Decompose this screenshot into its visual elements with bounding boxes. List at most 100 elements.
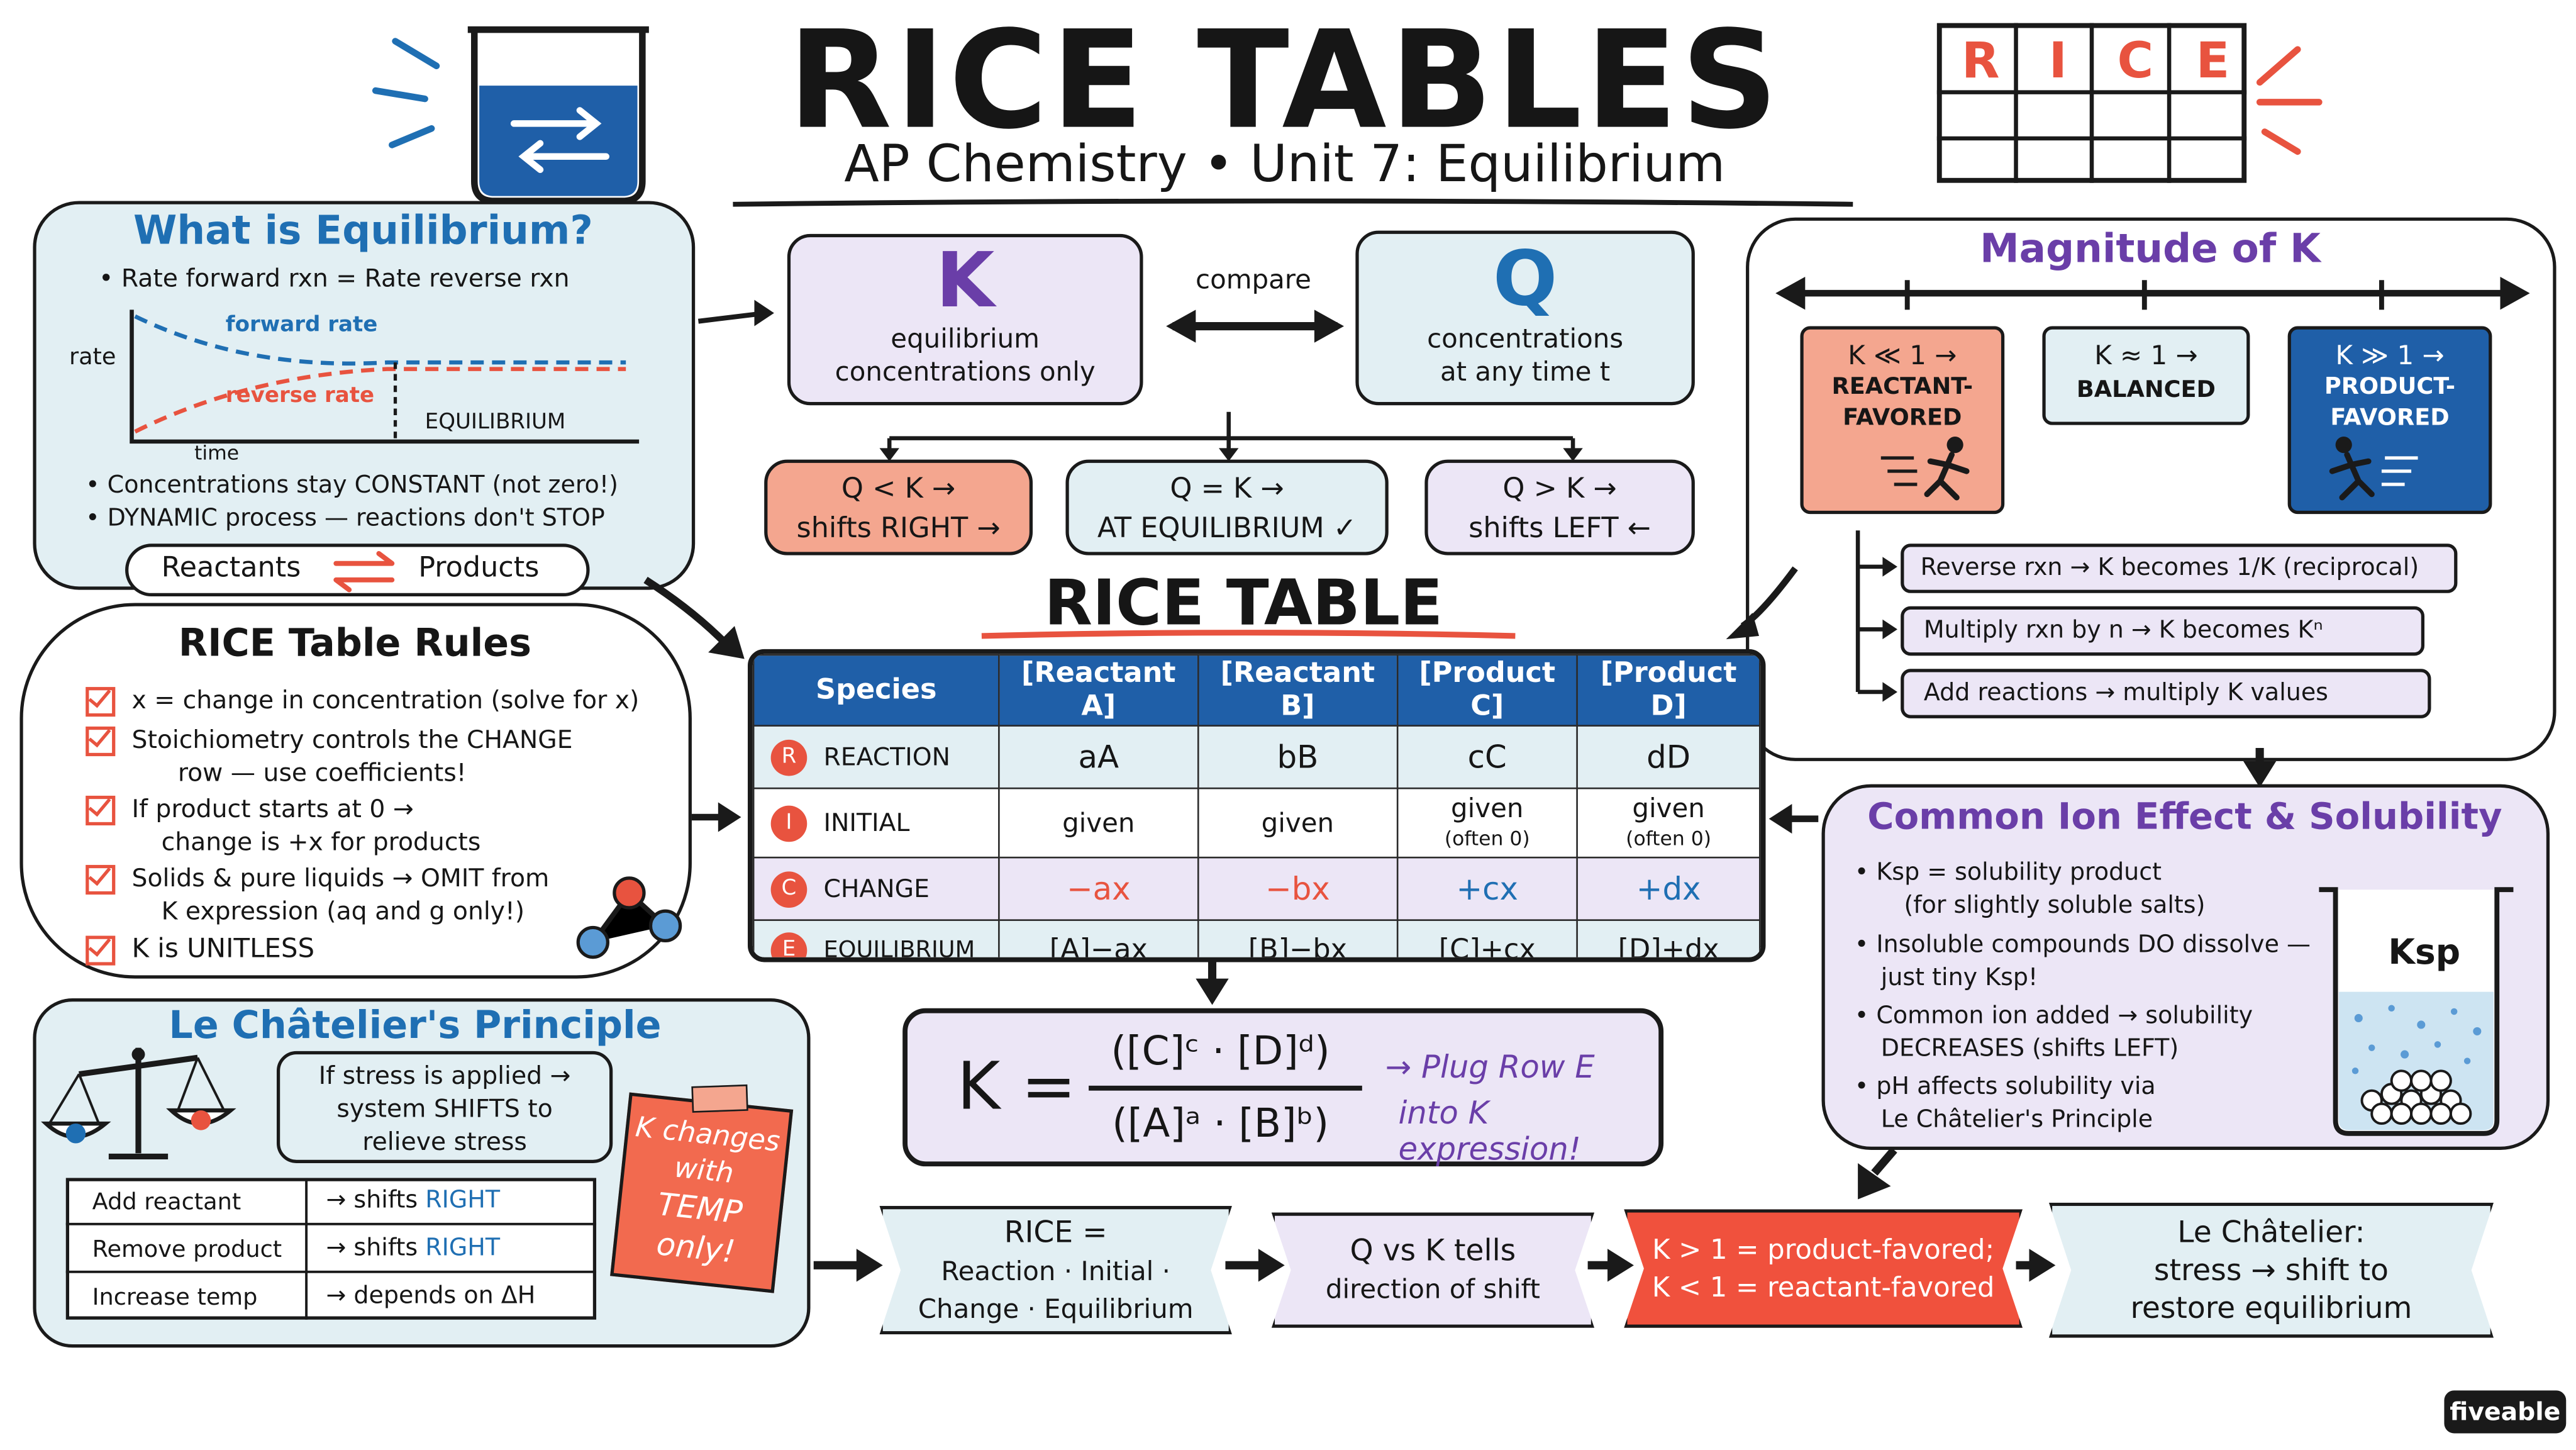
rice-letter-c: C (2117, 33, 2154, 91)
k-large-line1: K ≫ 1 → (2335, 339, 2445, 371)
sticky-tape (691, 1084, 748, 1113)
shift-prefix: → shifts (326, 1235, 418, 1263)
row-label-reaction-text: REACTION (823, 741, 951, 771)
rice-grid-icon: R I C E (1936, 23, 2247, 183)
summary-k-line1: K > 1 = product-favored; (1652, 1234, 1995, 1266)
row-label-initial-text: INITIAL (823, 807, 910, 837)
reactants-label: Reactants (161, 552, 301, 585)
magnitude-rule-reverse: Reverse rxn → K becomes 1/K (reciprocal) (1901, 544, 2458, 593)
equilibrium-bullet-dynamic-text: DYNAMIC process — reactions don't STOP (107, 506, 605, 532)
rule-1-text: x = change in concentration (solve for x… (131, 685, 640, 715)
magnitude-rule-reverse-text: Reverse rxn → K becomes 1/K (reciprocal) (1920, 555, 2419, 582)
k-letter: K (935, 235, 995, 325)
row-letter-i: I (770, 805, 808, 841)
common-ion-bullet-ksp: • Ksp = solubility product(for slightly … (1854, 860, 2206, 920)
graph-ylabel: rate (69, 344, 116, 371)
shift-add-reactant: → shifts RIGHT (326, 1188, 501, 1214)
table-cell-text: given (1632, 791, 1705, 823)
rice-letter-e: E (2196, 33, 2230, 91)
table-cell: cC (1396, 725, 1579, 789)
k-line1: equilibrium (891, 323, 1040, 355)
checkbox-icon (86, 864, 116, 894)
table-cell-text: given (1451, 791, 1524, 823)
rice-table: Species [Reactant A] [Reactant B] [Produ… (747, 649, 1766, 962)
common-ion-bullet-insoluble-text: Insoluble compounds DO dissolve — (1876, 932, 2311, 959)
shift-prefix: → shifts (326, 1188, 418, 1215)
equilibrium-point-label: EQUILIBRIUM (425, 410, 566, 435)
q-greater-line2: shifts LEFT ← (1468, 512, 1652, 545)
table-cell: dD (1576, 725, 1761, 789)
summary-qk-line2: direction of shift (1325, 1273, 1540, 1305)
header-reactant-b: [Reactant B] (1197, 654, 1398, 727)
graph-xlabel: time (194, 441, 240, 465)
rice-table-title: RICE TABLE (1044, 566, 1443, 640)
summary-qk-line1: Q vs K tells (1350, 1234, 1516, 1269)
fraction-bar (1089, 1085, 1362, 1091)
header-species: Species (752, 654, 1000, 727)
rule-4-text-cont: K expression (aq and g only!) (161, 896, 525, 926)
row-letter-c: C (770, 871, 808, 907)
summary-rice-line3: Change · Equilibrium (918, 1292, 1194, 1324)
q-greater-than-k: Q > K → shifts LEFT ← (1424, 459, 1695, 555)
k-denominator: ([A]ᵃ · [B]ᵇ) (1112, 1100, 1329, 1147)
common-ion-bullet-ph-text: pH affects solubility via (1876, 1074, 2156, 1101)
k-small-line2: REACTANT- (1831, 374, 1974, 401)
q-line2: at any time t (1440, 355, 1611, 388)
common-ion-title: Common Ion Effect & Solubility (1867, 797, 2502, 839)
shift-increase-temp: → depends on ΔH (326, 1283, 536, 1310)
reverse-rate-label: reverse rate (225, 384, 375, 409)
q-box: Q concentrations at any time t (1355, 230, 1695, 406)
magnitude-rule-add: Add reactions → multiply K values (1901, 669, 2431, 718)
table-cell: [D]+dx (1576, 919, 1761, 957)
magnitude-rule-multiply: Multiply rxn by n → K becomes Kⁿ (1901, 606, 2425, 656)
row-label-equilibrium-text: EQUILIBRIUM (823, 936, 975, 962)
k-small-line1: K ≪ 1 → (1848, 339, 1957, 371)
k-small-box: K ≪ 1 → REACTANT- FAVORED (1800, 326, 2005, 515)
reactants-products-pill: Reactants Products (125, 544, 590, 597)
rule-5: K is UNITLESS (86, 932, 314, 965)
header-product-c: [Product C] (1396, 654, 1579, 727)
k-note-line2: into K expression! (1398, 1095, 1581, 1168)
common-ion-bullet-insoluble: • Insoluble compounds DO dissolve —just … (1854, 932, 2311, 992)
stress-line3: relieve stress (362, 1127, 527, 1157)
fiveable-logo: fiveable (2444, 1390, 2567, 1434)
checkbox-icon (86, 795, 116, 825)
q-equal-line2: AT EQUILIBRIUM ✓ (1097, 512, 1357, 545)
le-chatelier-title: Le Châtelier's Principle (169, 1005, 662, 1048)
shift-remove-product: → shifts RIGHT (326, 1235, 501, 1262)
shift-prefix: → depends on ΔH (326, 1283, 536, 1310)
rule-4-text: Solids & pure liquids → OMIT from (131, 863, 550, 893)
table-cell: −bx (1197, 856, 1398, 921)
table-cell-note: (often 0) (1444, 826, 1530, 850)
k-numerator: ([C]ᶜ · [D]ᵈ) (1111, 1028, 1330, 1074)
rice-letter-r: R (1961, 33, 2000, 91)
table-cell: [A]−ax (998, 919, 1199, 957)
equilibrium-bullet-dynamic: • DYNAMIC process — reactions don't STOP (86, 506, 605, 532)
summary-k-line2: K < 1 = reactant-favored (1652, 1271, 1995, 1303)
equilibrium-bullet-rate: • Rate forward rxn = Rate reverse rxn (99, 264, 570, 294)
common-ion-bullet-insoluble-cont: just tiny Ksp! (1880, 965, 2038, 992)
equilibrium-bullet-constant-text: Concentrations stay CONSTANT (not zero!) (107, 472, 618, 499)
summary-rice-line2: Reaction · Initial · (941, 1254, 1170, 1286)
common-ion-bullet-added-cont: DECREASES (shifts LEFT) (1880, 1036, 2179, 1063)
stress-increase-temp: Increase temp (92, 1285, 258, 1312)
table-cell: +cx (1396, 856, 1579, 921)
common-ion-bullet-ksp-cont: (for slightly soluble salts) (1904, 893, 2206, 920)
k-note-line1: → Plug Row E (1385, 1049, 1595, 1086)
summary-lc-line2: stress → shift to (2153, 1252, 2389, 1288)
page-subtitle: AP Chemistry • Unit 7: Equilibrium (844, 135, 1726, 195)
k-equals: K = (957, 1049, 1077, 1125)
stress-line2: system SHIFTS to (336, 1093, 553, 1124)
q-less-than-k: Q < K → shifts RIGHT → (764, 459, 1033, 555)
k-mid-line2: BALANCED (2076, 377, 2216, 404)
equilibrium-bullet-rate-text: Rate forward rxn = Rate reverse rxn (121, 264, 570, 294)
table-cell: −ax (998, 856, 1199, 921)
magnitude-title: Magnitude of K (1980, 225, 2321, 272)
